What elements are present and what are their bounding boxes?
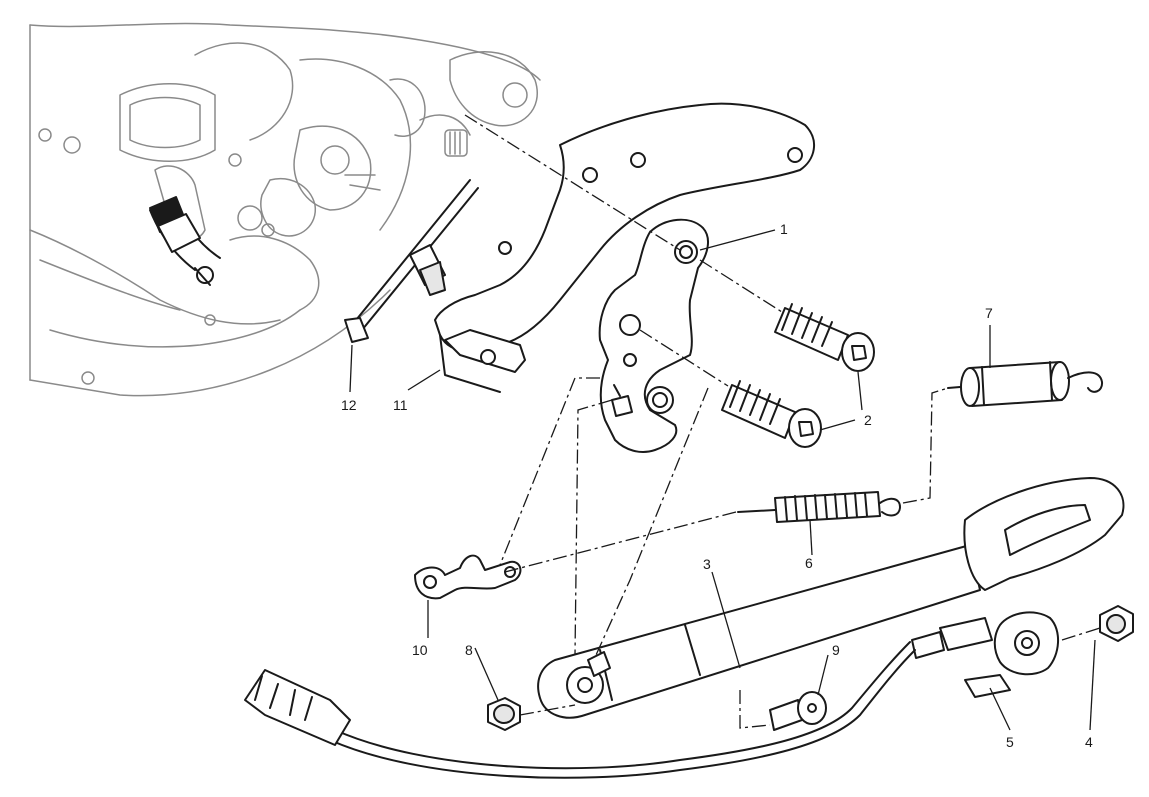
- bracket-part-11: [434, 102, 815, 393]
- callout-6: 6: [805, 555, 813, 571]
- spring-part-6: [737, 491, 901, 523]
- callout-2: 2: [864, 412, 872, 428]
- side-stand-part-3: [537, 477, 1125, 719]
- callout-4: 4: [1085, 734, 1093, 750]
- callout-3: 3: [703, 556, 711, 572]
- callout-9: 9: [832, 642, 840, 658]
- callout-12: 12: [341, 397, 357, 413]
- callout-7: 7: [985, 305, 993, 321]
- stud-part-9: [769, 691, 827, 731]
- bolt-part-2-lower: [721, 380, 822, 448]
- wiring-harness: [244, 641, 916, 779]
- switch-part-5: [911, 611, 1059, 698]
- callout-11: 11: [393, 397, 408, 413]
- bolt-part-2-upper: [774, 303, 875, 372]
- nut-part-8: [487, 697, 521, 731]
- clip-part-10: [414, 554, 522, 600]
- callout-8: 8: [465, 642, 473, 658]
- callout-5: 5: [1006, 734, 1014, 750]
- bolt-part-4: [1099, 605, 1134, 642]
- callout-10: 10: [412, 642, 428, 658]
- callout-1: 1: [780, 221, 788, 237]
- callout-leaders: [349, 229, 1096, 731]
- assembly-connection-lines: [464, 114, 1101, 729]
- spring-part-7: [947, 361, 1104, 407]
- callout-labels: 1 2 3 4 5 6 7 8 9 10 11 12: [341, 221, 1093, 750]
- cable-tie-part-12: [344, 179, 479, 343]
- coolant-hose: [149, 196, 221, 286]
- pivot-plate-part-1: [598, 218, 710, 453]
